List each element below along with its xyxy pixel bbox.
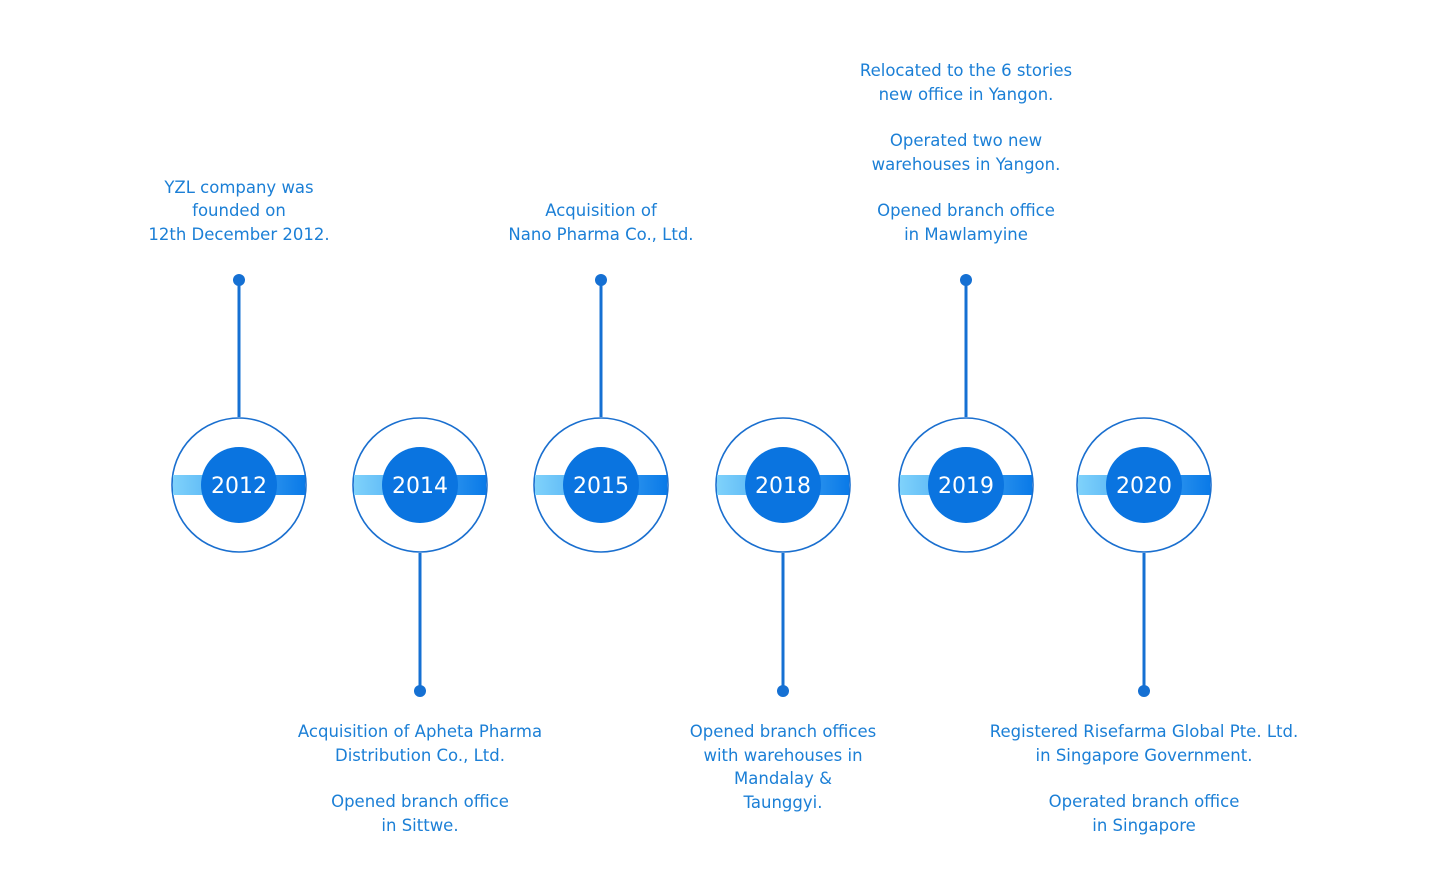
milestone-description-2018: Opened branch offices with warehouses in…	[613, 720, 953, 814]
milestone-disc	[928, 447, 1004, 523]
milestone-dot	[777, 685, 789, 697]
milestone-description-2015: Acquisition of Nano Pharma Co., Ltd.	[431, 199, 771, 246]
milestone-description-2020: Registered Risefarma Global Pte. Ltd. in…	[974, 720, 1314, 837]
milestone-description-2014: Acquisition of Apheta Pharma Distributio…	[250, 720, 590, 837]
milestone-year-label: 2020	[1116, 474, 1172, 499]
milestone-disc	[745, 447, 821, 523]
milestone-paragraph: Operated two new warehouses in Yangon.	[871, 131, 1061, 174]
milestone-disc	[201, 447, 277, 523]
milestone-paragraph: Opened branch office in Mawlamyine	[877, 201, 1055, 244]
milestone-paragraph: YZL company was founded on 12th December…	[148, 177, 330, 244]
milestone-year-label: 2015	[573, 474, 629, 499]
milestone-dot	[233, 274, 245, 286]
milestone-dot	[414, 685, 426, 697]
milestone-paragraph: Opened branch office in Sittwe.	[331, 792, 509, 835]
milestone-2015: 2015	[533, 274, 669, 553]
milestone-paragraph: Relocated to the 6 stories new office in…	[859, 61, 1073, 104]
milestone-year-label: 2019	[938, 474, 994, 499]
milestone-disc	[1106, 447, 1182, 523]
milestone-paragraph: Acquisition of Apheta Pharma Distributio…	[297, 722, 543, 765]
milestone-year-label: 2012	[211, 474, 267, 499]
milestone-paragraph: Registered Risefarma Global Pte. Ltd. in…	[989, 722, 1299, 765]
milestone-year-label: 2018	[755, 474, 811, 499]
milestone-2012: 2012	[171, 274, 307, 553]
milestone-paragraph: Opened branch offices with warehouses in…	[689, 722, 877, 812]
milestone-disc	[382, 447, 458, 523]
milestone-description-2019: Relocated to the 6 stories new office in…	[796, 59, 1136, 246]
milestone-year-label: 2014	[392, 474, 448, 499]
milestone-paragraph: Acquisition of Nano Pharma Co., Ltd.	[508, 201, 694, 244]
milestone-dot	[1138, 685, 1150, 697]
milestone-2014: 2014	[352, 417, 488, 697]
milestone-dot	[595, 274, 607, 286]
milestone-2020: 2020	[1076, 417, 1212, 697]
milestone-disc	[563, 447, 639, 523]
milestone-2019: 2019	[898, 274, 1034, 553]
milestone-description-2012: YZL company was founded on 12th December…	[69, 176, 409, 247]
milestone-2018: 2018	[715, 417, 851, 697]
timeline-marks: 2012 2014 2015 2018 2019 2020	[171, 274, 1212, 697]
milestone-paragraph: Operated branch office in Singapore	[1048, 792, 1240, 835]
milestone-dot	[960, 274, 972, 286]
